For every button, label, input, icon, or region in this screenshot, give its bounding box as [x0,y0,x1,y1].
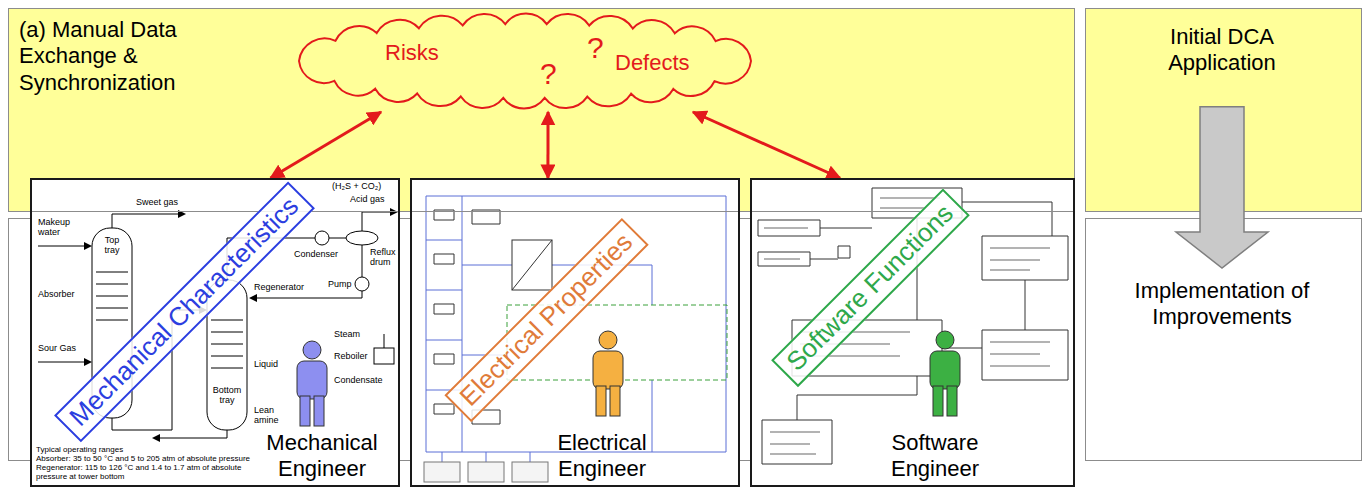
engineer-panel: Software Engineer Software Functions [750,178,1075,487]
phase-label: Implementation of Improvements [1108,278,1336,331]
phase-panel [1086,9,1362,212]
phase-label: Initial DCA Application [1146,24,1298,77]
role-label: Software Engineer [870,430,1000,483]
diagram-label: Absorber: 35 to 50 °C and 5 to 205 atm o… [36,454,264,463]
panel-fill [410,178,740,487]
cloud-outline [299,14,751,109]
wire-lines [426,196,726,462]
process-band: (a) Manual Data Exchange & Synchronizati… [8,8,1075,212]
band-title: (a) Manual Data Exchange & Synchronizati… [19,17,247,96]
diagram-label: Regenerator [254,283,304,293]
band-fill [8,8,1075,212]
module-symbol [512,462,548,482]
exchange-arrow [271,112,382,178]
diagram-label: Liquid [254,360,278,370]
phase-box: Initial DCA Application [1140,18,1304,107]
person-icon [930,351,960,389]
engineer-panel: Electrical Engineer Electrical Properties [410,178,740,487]
diagram-label: Regenerator: 115 to 126 °C and 1.4 to 1.… [36,463,264,481]
panel-fill [30,178,400,487]
diagram-label: Acid gas [350,195,385,205]
role-label: Mechanical Engineer [257,430,387,483]
diagram-label: (H₂S + CO₂) [332,182,381,192]
diagram-label: Condenser [294,250,338,260]
diagram-label: Steam [334,330,360,340]
person-icon [593,351,623,389]
cloud-word: ? [540,56,557,92]
module-symbol [468,462,504,482]
person-icon [303,341,321,359]
inverter-symbol [512,240,552,290]
person-icon [596,386,606,416]
discipline-label: Mechanical Characteristics [64,192,305,433]
diagram-label: Sweet gas [136,198,178,208]
diagram-label: Typical operating ranges [36,445,264,454]
diagram-label: Makeup water [38,218,82,238]
discipline-tag: Electrical Properties [445,218,649,422]
person-icon [610,386,620,416]
discipline-tag: Software Functions [771,189,969,387]
module-symbol [424,462,460,482]
diagram-label: Lean amine [254,406,290,426]
person-icon [297,361,327,399]
condenser-symbol [315,231,329,245]
inverter-symbol [512,240,552,290]
exchange-arrow [693,112,840,178]
person-icon [936,331,954,349]
reboiler-symbol [374,348,394,364]
process-arrow [1176,107,1268,268]
phase-panel [1086,219,1362,461]
cloud-word: Risks [385,40,439,66]
person-icon [947,386,957,416]
diagram-label: Bottom tray [210,386,244,406]
diagram-label: Sour Gas [38,344,76,354]
function-blocks [758,188,1068,464]
panel-fill [750,178,1075,487]
pump-symbol [355,277,369,291]
software-function-diagram [758,188,1068,464]
role-label: Electrical Engineer [537,430,667,483]
diagram-label: Top tray [99,236,125,256]
discipline-tag: Mechanical Characteristics [54,182,315,443]
person-icon [300,396,310,426]
diagram-label: Pump [328,280,352,290]
cloud-word: ? [587,30,604,66]
discipline-label: Software Functions [781,199,960,378]
person-icon [314,396,324,426]
electrical-schematic [424,196,727,482]
diagram-label: Condensate [334,376,383,386]
exchange-arrow [546,112,549,178]
diagram-label: Reboiler [334,352,368,362]
drum-symbol [346,231,378,245]
diagram-label: Absorber [38,290,75,300]
cloud-word: Defects [615,50,690,76]
person-icon [933,386,943,416]
person-icon [599,331,617,349]
phase-box: Implementation of Improvements [1102,268,1342,341]
cloud-outline [285,10,765,112]
discipline-label: Electrical Properties [455,228,640,413]
risk-cloud: Risks? Defects? [285,10,765,112]
diagram-label: Reflux drum [370,248,400,268]
